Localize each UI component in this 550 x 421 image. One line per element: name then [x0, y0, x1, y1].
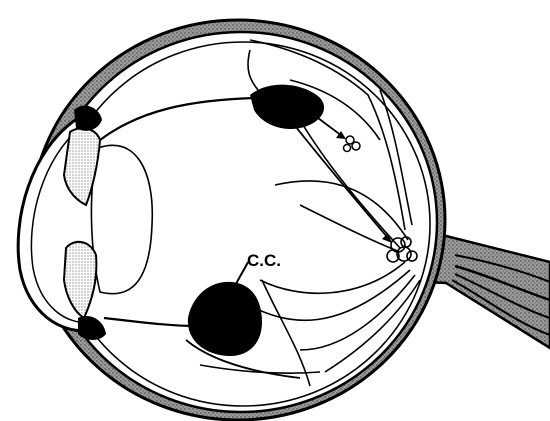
- cc-label: C.C.: [247, 251, 281, 270]
- lens: [91, 145, 152, 293]
